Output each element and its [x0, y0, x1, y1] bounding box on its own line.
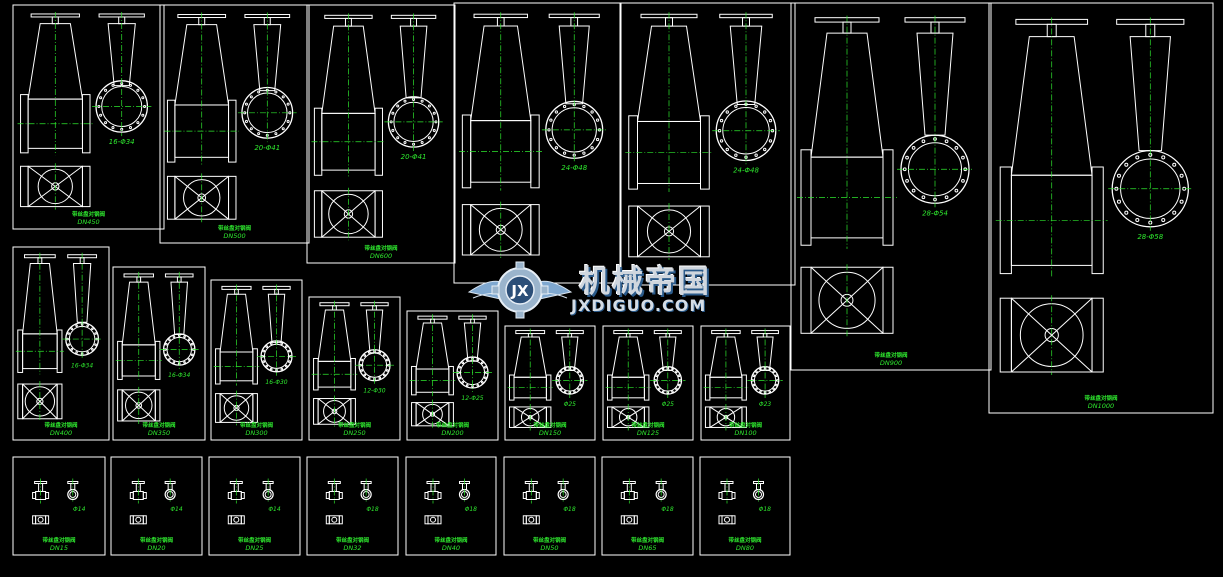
watermark-logo: JX 机械帝国 JXDIGUO.COM: [465, 256, 765, 328]
bolt-spec-label: Φ18: [465, 506, 478, 513]
sheet-title: 带丝盘对钢阀: [240, 421, 274, 429]
sheet-title: 带丝盘对钢阀: [874, 351, 908, 359]
emblem-text: JX: [510, 282, 529, 300]
sheet-title: 带丝盘对钢阀: [729, 421, 763, 429]
nominal-size-label: DN80: [736, 544, 754, 552]
sheet-title: 带丝盘对钢阀: [631, 421, 665, 429]
bolt-spec-label: 16-Φ34: [71, 362, 93, 369]
nominal-size-label: DN500: [223, 232, 245, 240]
sheet-title: 带丝盘对钢阀: [140, 536, 174, 544]
bolt-spec-label: Φ25: [564, 401, 577, 408]
bolt-spec-label: Φ14: [170, 506, 183, 513]
nominal-size-label: DN200: [441, 429, 463, 437]
nominal-size-label: DN350: [148, 429, 170, 437]
nominal-size-label: DN50: [540, 544, 558, 552]
nominal-size-label: DN900: [880, 359, 902, 367]
sheet-title: 带丝盘对钢阀: [728, 536, 762, 544]
nominal-size-label: DN40: [442, 544, 460, 552]
nominal-size-label: DN32: [343, 544, 361, 552]
sheet-title: 带丝盘对钢阀: [1084, 394, 1118, 402]
sheet-title: 带丝盘对钢阀: [42, 536, 76, 544]
bolt-spec-label: 24-Φ48: [561, 164, 587, 172]
nominal-size-label: DN100: [734, 429, 756, 437]
nominal-size-label: DN25: [245, 544, 263, 552]
nominal-size-label: DN300: [245, 429, 267, 437]
sheet-title: 带丝盘对钢阀: [238, 536, 272, 544]
bolt-spec-label: 16-Φ34: [109, 138, 135, 146]
bolt-spec-label: 16-Φ34: [168, 372, 190, 379]
bolt-spec-label: 12-Φ25: [461, 395, 483, 402]
nominal-size-label: DN125: [637, 429, 659, 437]
bolt-spec-label: Φ23: [759, 401, 772, 408]
sheet-title: 带丝盘对钢阀: [434, 536, 468, 544]
bolt-spec-label: 12-Φ30: [363, 388, 385, 395]
nominal-size-label: DN600: [370, 252, 392, 260]
nominal-size-label: DN450: [77, 218, 99, 226]
sheet-title: 带丝盘对钢阀: [631, 536, 665, 544]
nominal-size-label: DN250: [343, 429, 365, 437]
bolt-spec-label: 20-Φ41: [254, 144, 280, 152]
nominal-size-label: DN20: [147, 544, 165, 552]
nominal-size-label: DN1000: [1088, 402, 1114, 410]
watermark-brand: 机械帝国: [579, 264, 711, 300]
sheet-title: 带丝盘对钢阀: [338, 421, 372, 429]
sheet-title: 带丝盘对钢阀: [72, 210, 106, 218]
sheet-title: 带丝盘对钢阀: [364, 244, 398, 252]
nominal-size-label: DN150: [539, 429, 561, 437]
sheet-title: 带丝盘对钢阀: [533, 421, 567, 429]
valve-sheet: 24-Φ48: [619, 2, 796, 286]
sheet-title: 带丝盘对钢阀: [218, 224, 252, 232]
valve-sheet: 24-Φ48: [453, 2, 622, 284]
nominal-size-label: DN65: [638, 544, 656, 552]
nominal-size-label: DN15: [50, 544, 68, 552]
bolt-spec-label: Φ18: [563, 506, 576, 513]
bolt-spec-label: Φ25: [662, 401, 675, 408]
bolt-spec-label: Φ14: [73, 506, 86, 513]
sheet-title: 带丝盘对钢阀: [142, 421, 176, 429]
sheet-title: 带丝盘对钢阀: [436, 421, 470, 429]
bolt-spec-label: 24-Φ48: [733, 166, 759, 174]
bolt-spec-label: Φ18: [661, 506, 674, 513]
bolt-spec-label: 20-Φ41: [401, 153, 427, 161]
bolt-spec-label: 28-Φ54: [922, 209, 948, 217]
bolt-spec-label: Φ18: [759, 506, 772, 513]
bolt-spec-label: Φ14: [268, 506, 281, 513]
sheet-title: 带丝盘对钢阀: [533, 536, 567, 544]
watermark-url: JXDIGUO.COM: [571, 296, 707, 315]
sheet-title: 带丝盘对钢阀: [44, 421, 78, 429]
nominal-size-label: DN400: [50, 429, 72, 437]
sheet-title: 带丝盘对钢阀: [336, 536, 370, 544]
bolt-spec-label: 16-Φ30: [265, 379, 287, 386]
bolt-spec-label: Φ18: [366, 506, 379, 513]
gear-wings-icon: JX: [467, 261, 573, 319]
bolt-spec-label: 28-Φ58: [1137, 233, 1163, 241]
